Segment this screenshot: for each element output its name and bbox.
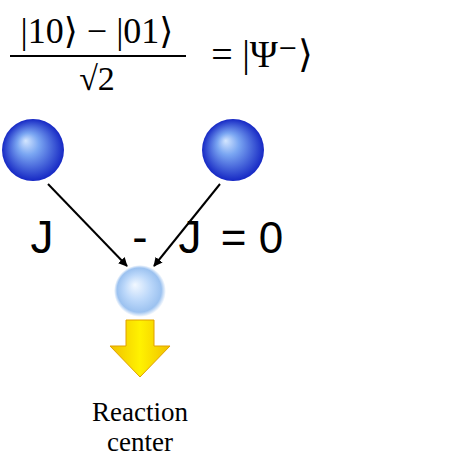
- spin-sphere: [2, 119, 64, 181]
- coupling-arrow: [48, 184, 127, 266]
- coupling-label: J: [31, 212, 54, 263]
- minus-sign: -: [132, 212, 147, 263]
- transfer-arrow: [110, 320, 170, 377]
- ket-numerator: |10⟩ − |01⟩: [21, 12, 174, 52]
- coupling-arrow: [154, 184, 220, 266]
- sqrt-denominator: √2: [79, 60, 115, 97]
- state-name: = |Ψ⁻⟩: [211, 34, 312, 76]
- spin-sphere: [202, 119, 264, 181]
- reaction-center-label: Reaction center: [75, 398, 205, 457]
- center-sphere: [114, 265, 166, 317]
- coupling-label: J: [179, 212, 202, 263]
- result-label: = 0: [221, 214, 283, 262]
- fraction-bar: [10, 55, 186, 57]
